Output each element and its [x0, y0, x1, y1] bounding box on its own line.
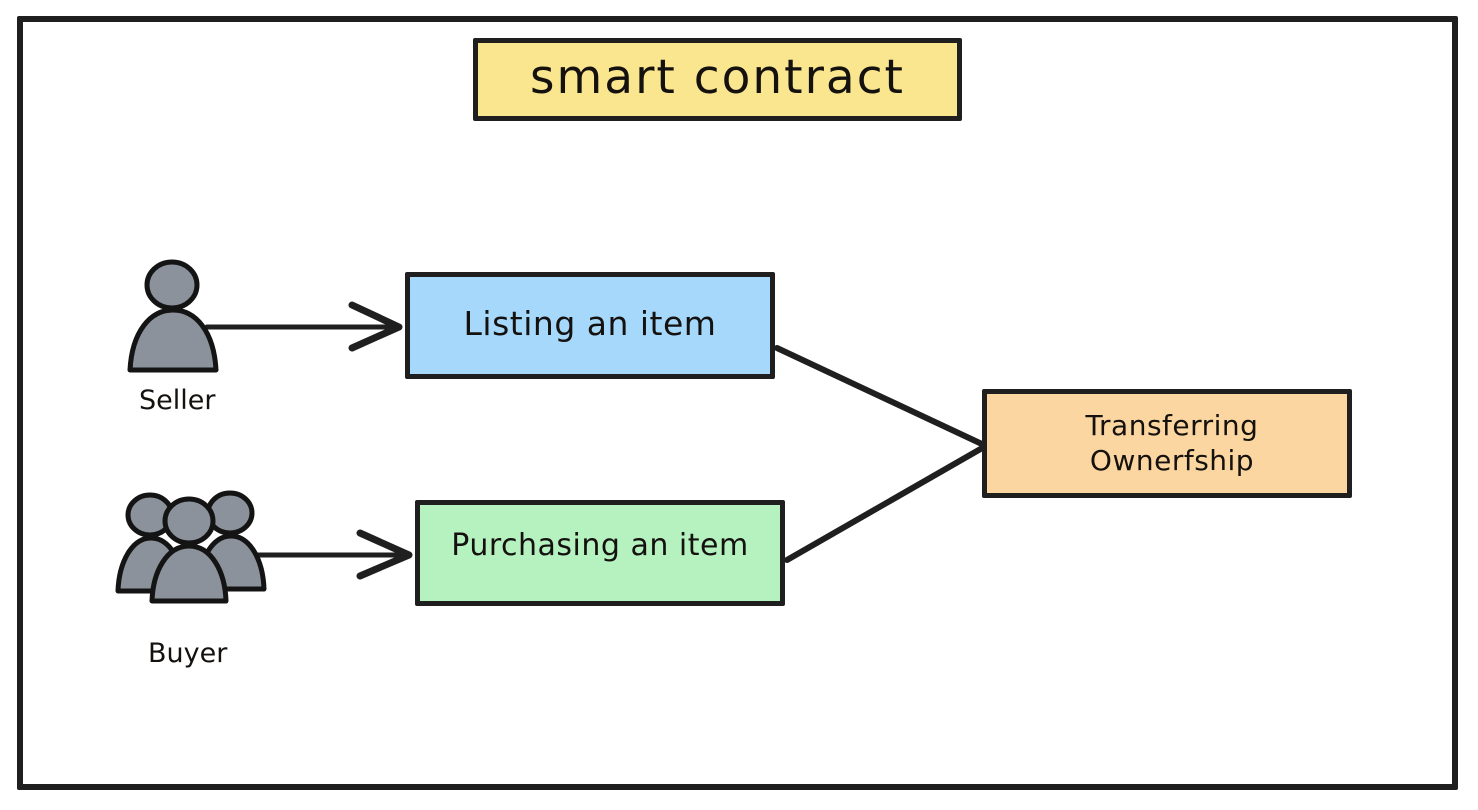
node-purchasing-an-item[interactable]: Purchasing an item — [415, 500, 785, 606]
diagram-outer-frame — [17, 16, 1458, 790]
node-purchasing-an-item-label: Purchasing an item — [451, 527, 749, 563]
node-transferring-ownership-label: Transferring Ownerfship — [987, 409, 1347, 477]
node-transferring-ownership-line1: Transferring — [1085, 409, 1259, 443]
buyer-group-icon — [110, 483, 270, 607]
node-smart-contract[interactable]: smart contract — [473, 38, 962, 121]
seller-label: Seller — [139, 385, 216, 416]
seller-person-icon — [118, 258, 228, 376]
buyer-label: Buyer — [148, 638, 228, 669]
node-transferring-ownership-line2: Ownerfship — [1089, 443, 1255, 477]
node-smart-contract-label: smart contract — [530, 49, 905, 105]
node-transferring-ownership[interactable]: Transferring Ownerfship — [982, 389, 1352, 498]
node-listing-an-item[interactable]: Listing an item — [405, 272, 775, 379]
node-listing-an-item-label: Listing an item — [463, 304, 717, 344]
